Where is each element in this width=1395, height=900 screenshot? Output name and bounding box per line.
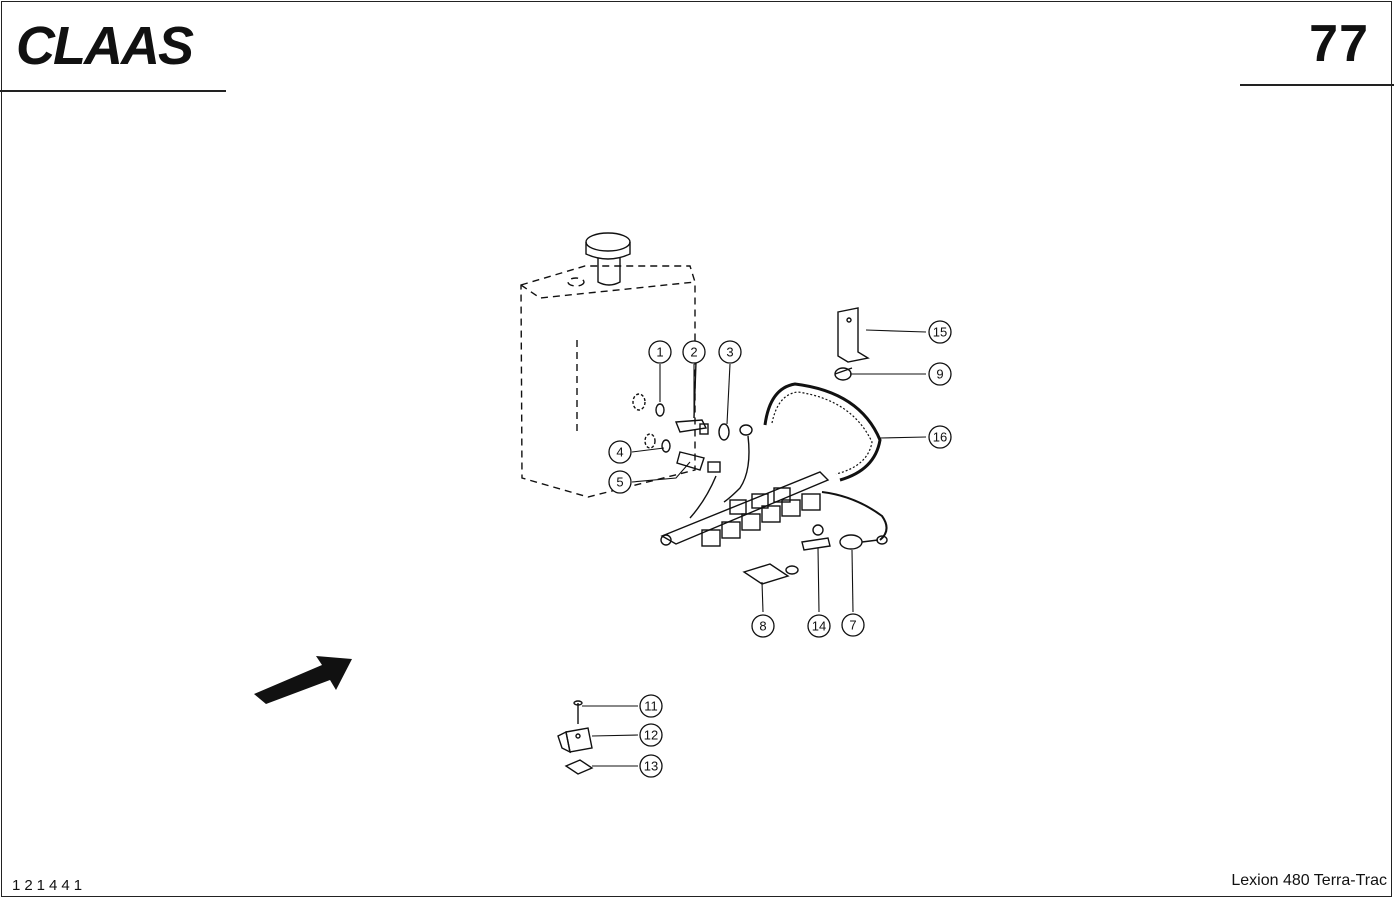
connector-lead bbox=[689, 424, 753, 519]
callout-label-3: 3 bbox=[726, 345, 733, 360]
header-rule-left bbox=[0, 90, 226, 92]
callout-label-11: 11 bbox=[644, 699, 658, 714]
o-ring-1 bbox=[632, 393, 665, 417]
diode-7 bbox=[839, 534, 888, 550]
model-name: Lexion 480 Terra-Trac bbox=[1231, 872, 1387, 889]
reference-code: 121441 bbox=[12, 877, 87, 894]
callout-label-15: 15 bbox=[933, 325, 947, 340]
callout-label-8: 8 bbox=[759, 619, 766, 634]
callout-label-2: 2 bbox=[690, 345, 697, 360]
socket-12 bbox=[557, 727, 593, 754]
clamp-9 bbox=[834, 367, 853, 381]
leader-lines bbox=[582, 329, 927, 767]
callout-label-12: 12 bbox=[644, 728, 658, 743]
brand-logo: CLAAS bbox=[16, 16, 196, 74]
seal-ring-3 bbox=[718, 423, 730, 441]
reservoir-cap bbox=[585, 232, 631, 286]
callout-label-14: 14 bbox=[812, 619, 826, 634]
o-ring-4 bbox=[644, 433, 671, 453]
header-rule-right bbox=[1240, 84, 1394, 86]
washer-13 bbox=[564, 759, 594, 775]
callout-label-4: 4 bbox=[616, 445, 623, 460]
callout-label-9: 9 bbox=[936, 367, 943, 382]
callout-label-5: 5 bbox=[616, 475, 623, 490]
callout-label-1: 1 bbox=[656, 345, 663, 360]
brand-logo-text: CLAAS bbox=[16, 16, 194, 74]
callout-label-13: 13 bbox=[644, 759, 658, 774]
direction-arrow bbox=[254, 656, 352, 704]
level-sensor-2 bbox=[674, 361, 709, 435]
sensor-5 bbox=[676, 451, 721, 473]
relay-block bbox=[701, 487, 821, 547]
callout-label-16: 16 bbox=[933, 430, 947, 445]
callout-label-7: 7 bbox=[849, 618, 856, 633]
callout-circles bbox=[608, 320, 952, 778]
page-number: 77 bbox=[1309, 15, 1369, 73]
reservoir-tank bbox=[520, 265, 696, 498]
screw-11 bbox=[573, 700, 583, 724]
terminal-14 bbox=[801, 524, 831, 551]
relay-plate-8 bbox=[742, 563, 799, 585]
bracket-15 bbox=[837, 307, 870, 363]
